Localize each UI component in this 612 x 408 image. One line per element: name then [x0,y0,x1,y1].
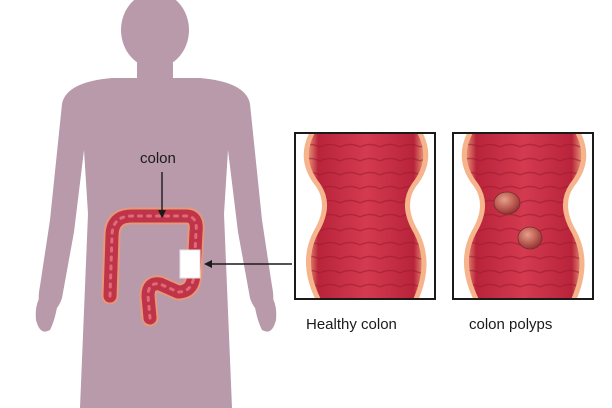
healthy-colon-panel [294,132,436,300]
highlight-box [179,249,201,279]
polyp-upper [493,191,521,215]
body-silhouette [35,0,277,408]
colon-label: colon [140,150,176,167]
colon-polyps-caption: colon polyps [469,316,553,333]
colon-polyps-panel [452,132,594,300]
polyp-lower [517,226,543,250]
healthy-colon-caption: Healthy colon [306,316,397,333]
